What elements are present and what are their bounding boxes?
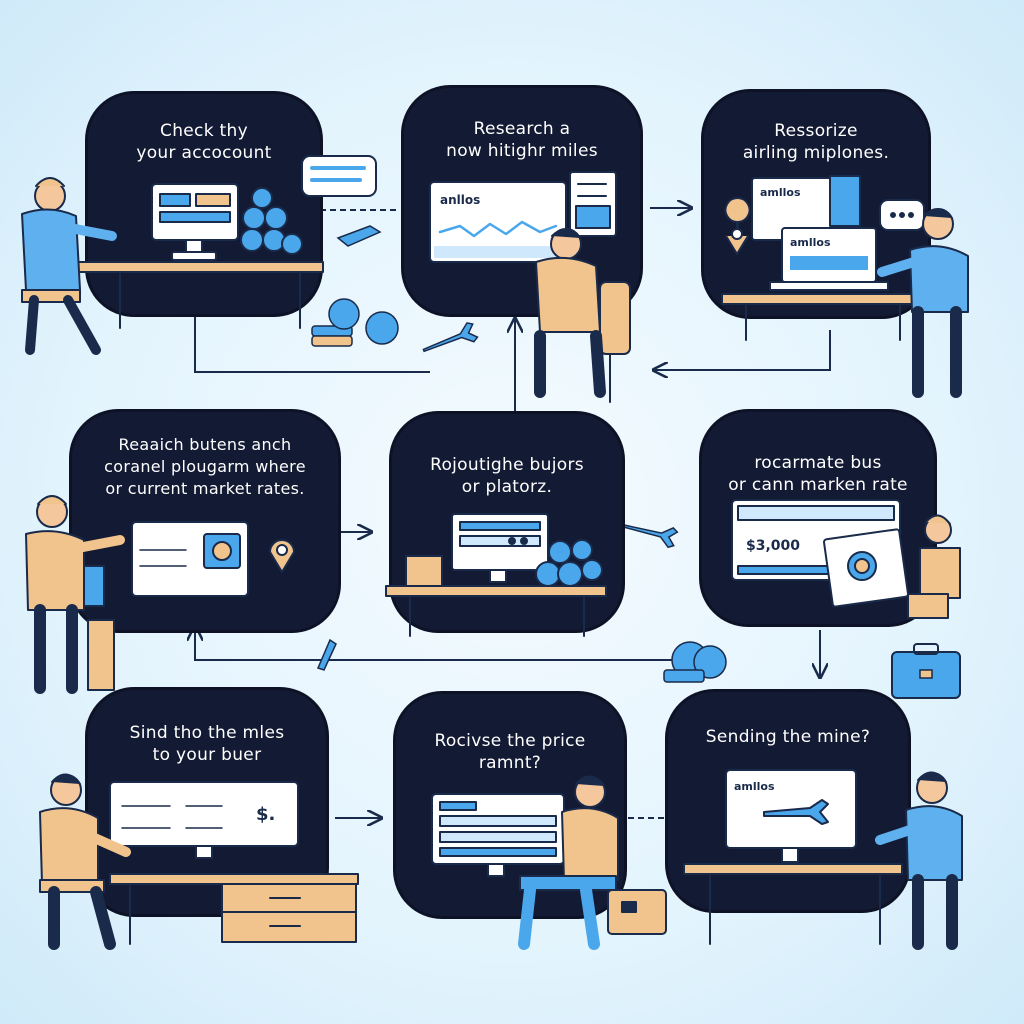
suitcase-icon [891, 643, 961, 699]
step-title: Check thy your accocount [136, 121, 272, 163]
step-title: rocarmate bus or cann marken rate [728, 453, 908, 495]
step-market-rate: rocarmate bus or cann marken rate [702, 412, 934, 624]
step-sending-miles: Sending the mine? [668, 692, 908, 910]
step-airline-miles: Ressorize airling miplones. [704, 92, 928, 316]
arrow-icon [195, 628, 680, 661]
step-receive-payment: Rocivse the price ramnt? [396, 694, 624, 916]
step-check-account: Check thy your accocount [88, 94, 320, 314]
airplane-icon [422, 322, 479, 353]
step-buyers-platforms: Rojoutighe bujors or platorz. [392, 414, 622, 630]
step-title: Research a now hitighr miles [446, 119, 598, 161]
dollar-coin-icon [663, 641, 727, 683]
arrow-icon [194, 315, 430, 373]
step-title: Reaaich butens anch coranel plougarm whe… [104, 435, 306, 498]
arrow-icon [655, 330, 831, 370]
step-research-miles: Research a now hitighr miles [404, 88, 640, 314]
step-title: Sind tho the mles to your buer [129, 723, 285, 765]
arrow-icon [316, 638, 337, 671]
airplane-icon [620, 523, 679, 549]
step-title: Rojoutighe bujors or platorz. [430, 455, 584, 497]
step-title: Sending the mine? [705, 727, 871, 747]
coin-stack-icon [311, 298, 399, 347]
arrow-icon [336, 225, 382, 247]
step-research-buyers: Reaaich butens anch coranel plougarm whe… [72, 412, 338, 630]
step-send-miles: Sind tho the mles to your buer [88, 690, 326, 914]
step-title: Ressorize airling miplones. [742, 121, 890, 163]
step-title: Rocivse the price ramnt? [434, 731, 586, 773]
connector-arrows [194, 208, 831, 818]
